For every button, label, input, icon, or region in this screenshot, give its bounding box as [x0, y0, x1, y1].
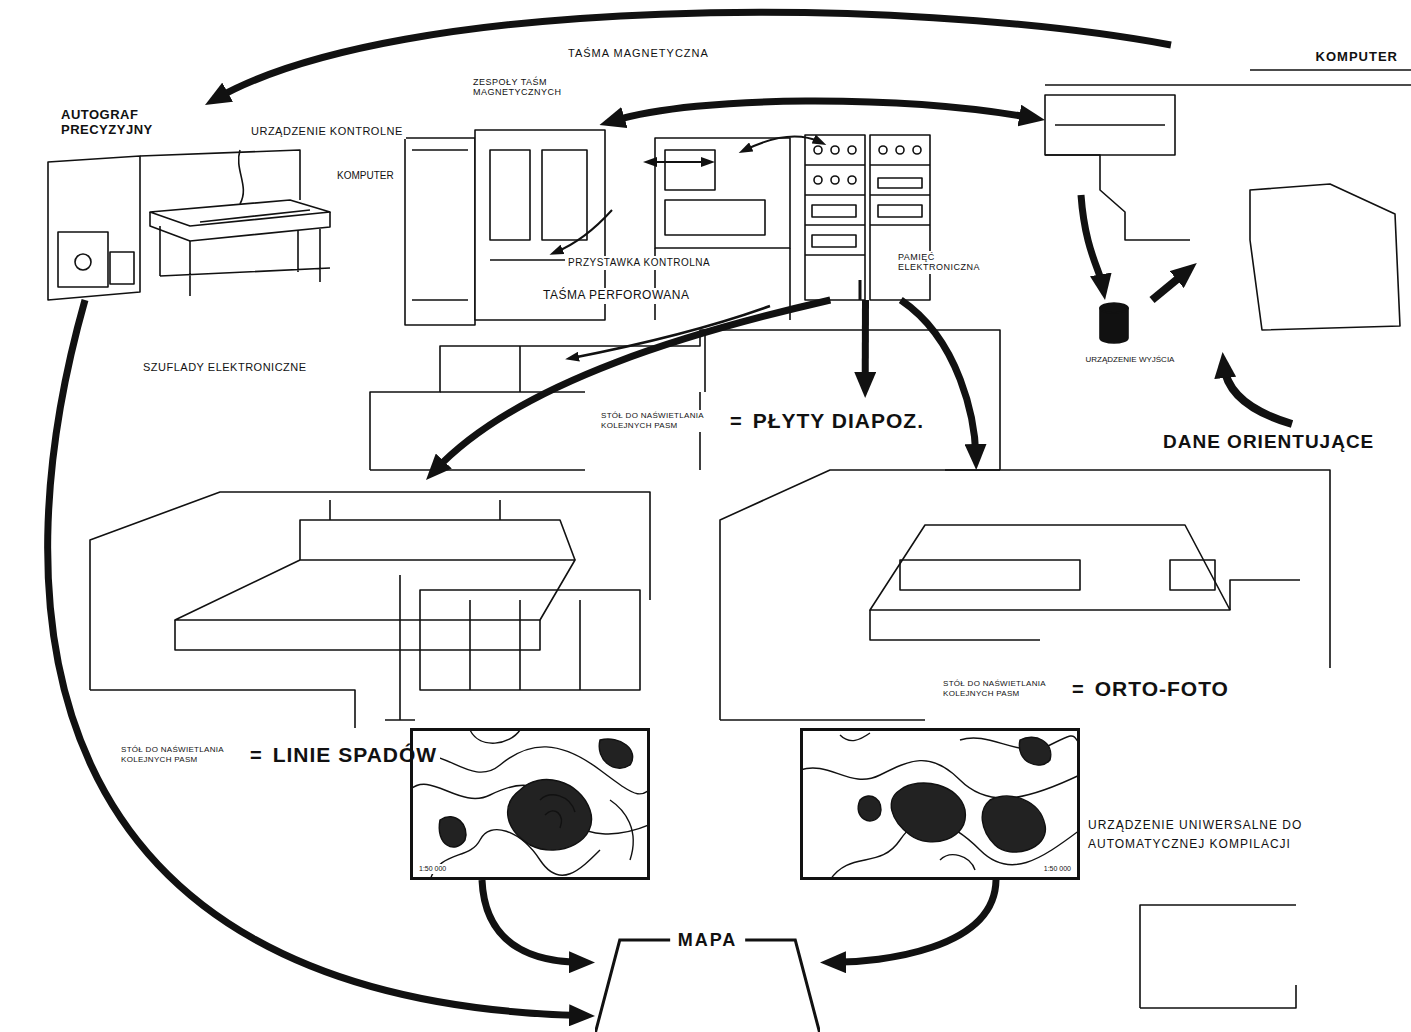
flow-arrow	[613, 101, 1031, 121]
input-label: DANE ORIENTUJĄCE	[1160, 430, 1377, 454]
scale-label: 1:50 000	[1041, 864, 1074, 874]
part-name: KOMPUTER	[334, 169, 397, 183]
table-product: PŁYTY DIAPOZ.	[750, 408, 927, 434]
memory-rack: PAMIĘĆ ELEKTRONICZNA	[795, 125, 1030, 300]
part-name: PRZYSTAWKA KONTROLNA	[565, 256, 713, 270]
trapezoid-shape	[595, 940, 820, 1032]
table-caption: STÓŁ DO NAŚWIETLANIA KOLEJNYCH PASM	[118, 744, 242, 765]
flow-arrow	[834, 880, 996, 962]
part-name: TAŚMA PERFOROWANA	[540, 288, 693, 304]
flow-arrow	[1081, 195, 1103, 286]
system-caption: URZĄDZENIE UNIWERSALNE DO AUTOMATYCZNEJ …	[1085, 815, 1361, 855]
table-product: ORTO-FOTO	[1092, 676, 1232, 702]
equals-sign: =	[1069, 677, 1087, 702]
flow-arrow	[862, 300, 869, 384]
label-row: STÓŁ DO NAŚWIETLANIA KOLEJNYCH PASM=PŁYT…	[598, 408, 927, 434]
part-name: PAMIĘĆ ELEKTRONICZNA	[895, 251, 1019, 274]
table-caption: STÓŁ DO NAŚWIETLANIA KOLEJNYCH PASM	[940, 678, 1064, 699]
machine-title: KOMPUTER	[1313, 49, 1401, 66]
map-sample: 1:50 000	[800, 728, 1080, 880]
part-name: ZESPOŁY TAŚM MAGNETYCZNYCH	[470, 76, 591, 99]
flow-arrow	[482, 880, 581, 962]
map-title: MAPA	[670, 929, 746, 952]
output-device: URZĄDZENIE WYJŚCIA	[1080, 300, 1180, 395]
flow-arrow	[436, 300, 831, 470]
equals-sign: =	[247, 743, 265, 768]
part-name: URZĄDZENIE KONTROLNE	[248, 124, 406, 139]
exposure-table: STÓŁ DO NAŚWIETLANIA KOLEJNYCH PASM=LINI…	[90, 480, 650, 720]
flow-arrow	[48, 300, 581, 1016]
map-sample: 1:50 000	[410, 728, 650, 880]
label-row: STÓŁ DO NAŚWIETLANIA KOLEJNYCH PASM=ORTO…	[940, 676, 1232, 702]
table-caption: STÓŁ DO NAŚWIETLANIA KOLEJNYCH PASM	[598, 410, 722, 431]
exposure-table: STÓŁ DO NAŚWIETLANIA KOLEJNYCH PASM=PŁYT…	[590, 398, 940, 456]
part-name: URZĄDZENIE WYJŚCIA	[1080, 354, 1180, 365]
exposure-table: STÓŁ DO NAŚWIETLANIA KOLEJNYCH PASM=ORTO…	[720, 470, 1330, 715]
machine-title: AUTOGRAF PRECYZYJNY	[58, 107, 176, 139]
scale-label: 1:50 000	[416, 864, 449, 874]
part-name: SZUFLADY ELEKTRONICZNE	[140, 360, 310, 375]
flow-arrow	[217, 12, 1171, 98]
map-output: MAPA	[595, 925, 820, 1032]
label-row: STÓŁ DO NAŚWIETLANIA KOLEJNYCH PASM=LINI…	[118, 742, 440, 768]
computer-unit: KOMPUTER	[1045, 45, 1405, 195]
table-product: LINIE SPADÓW	[270, 742, 440, 768]
equals-sign: =	[727, 409, 745, 434]
edge-label: TAŚMA MAGNETYCZNA	[565, 46, 712, 61]
